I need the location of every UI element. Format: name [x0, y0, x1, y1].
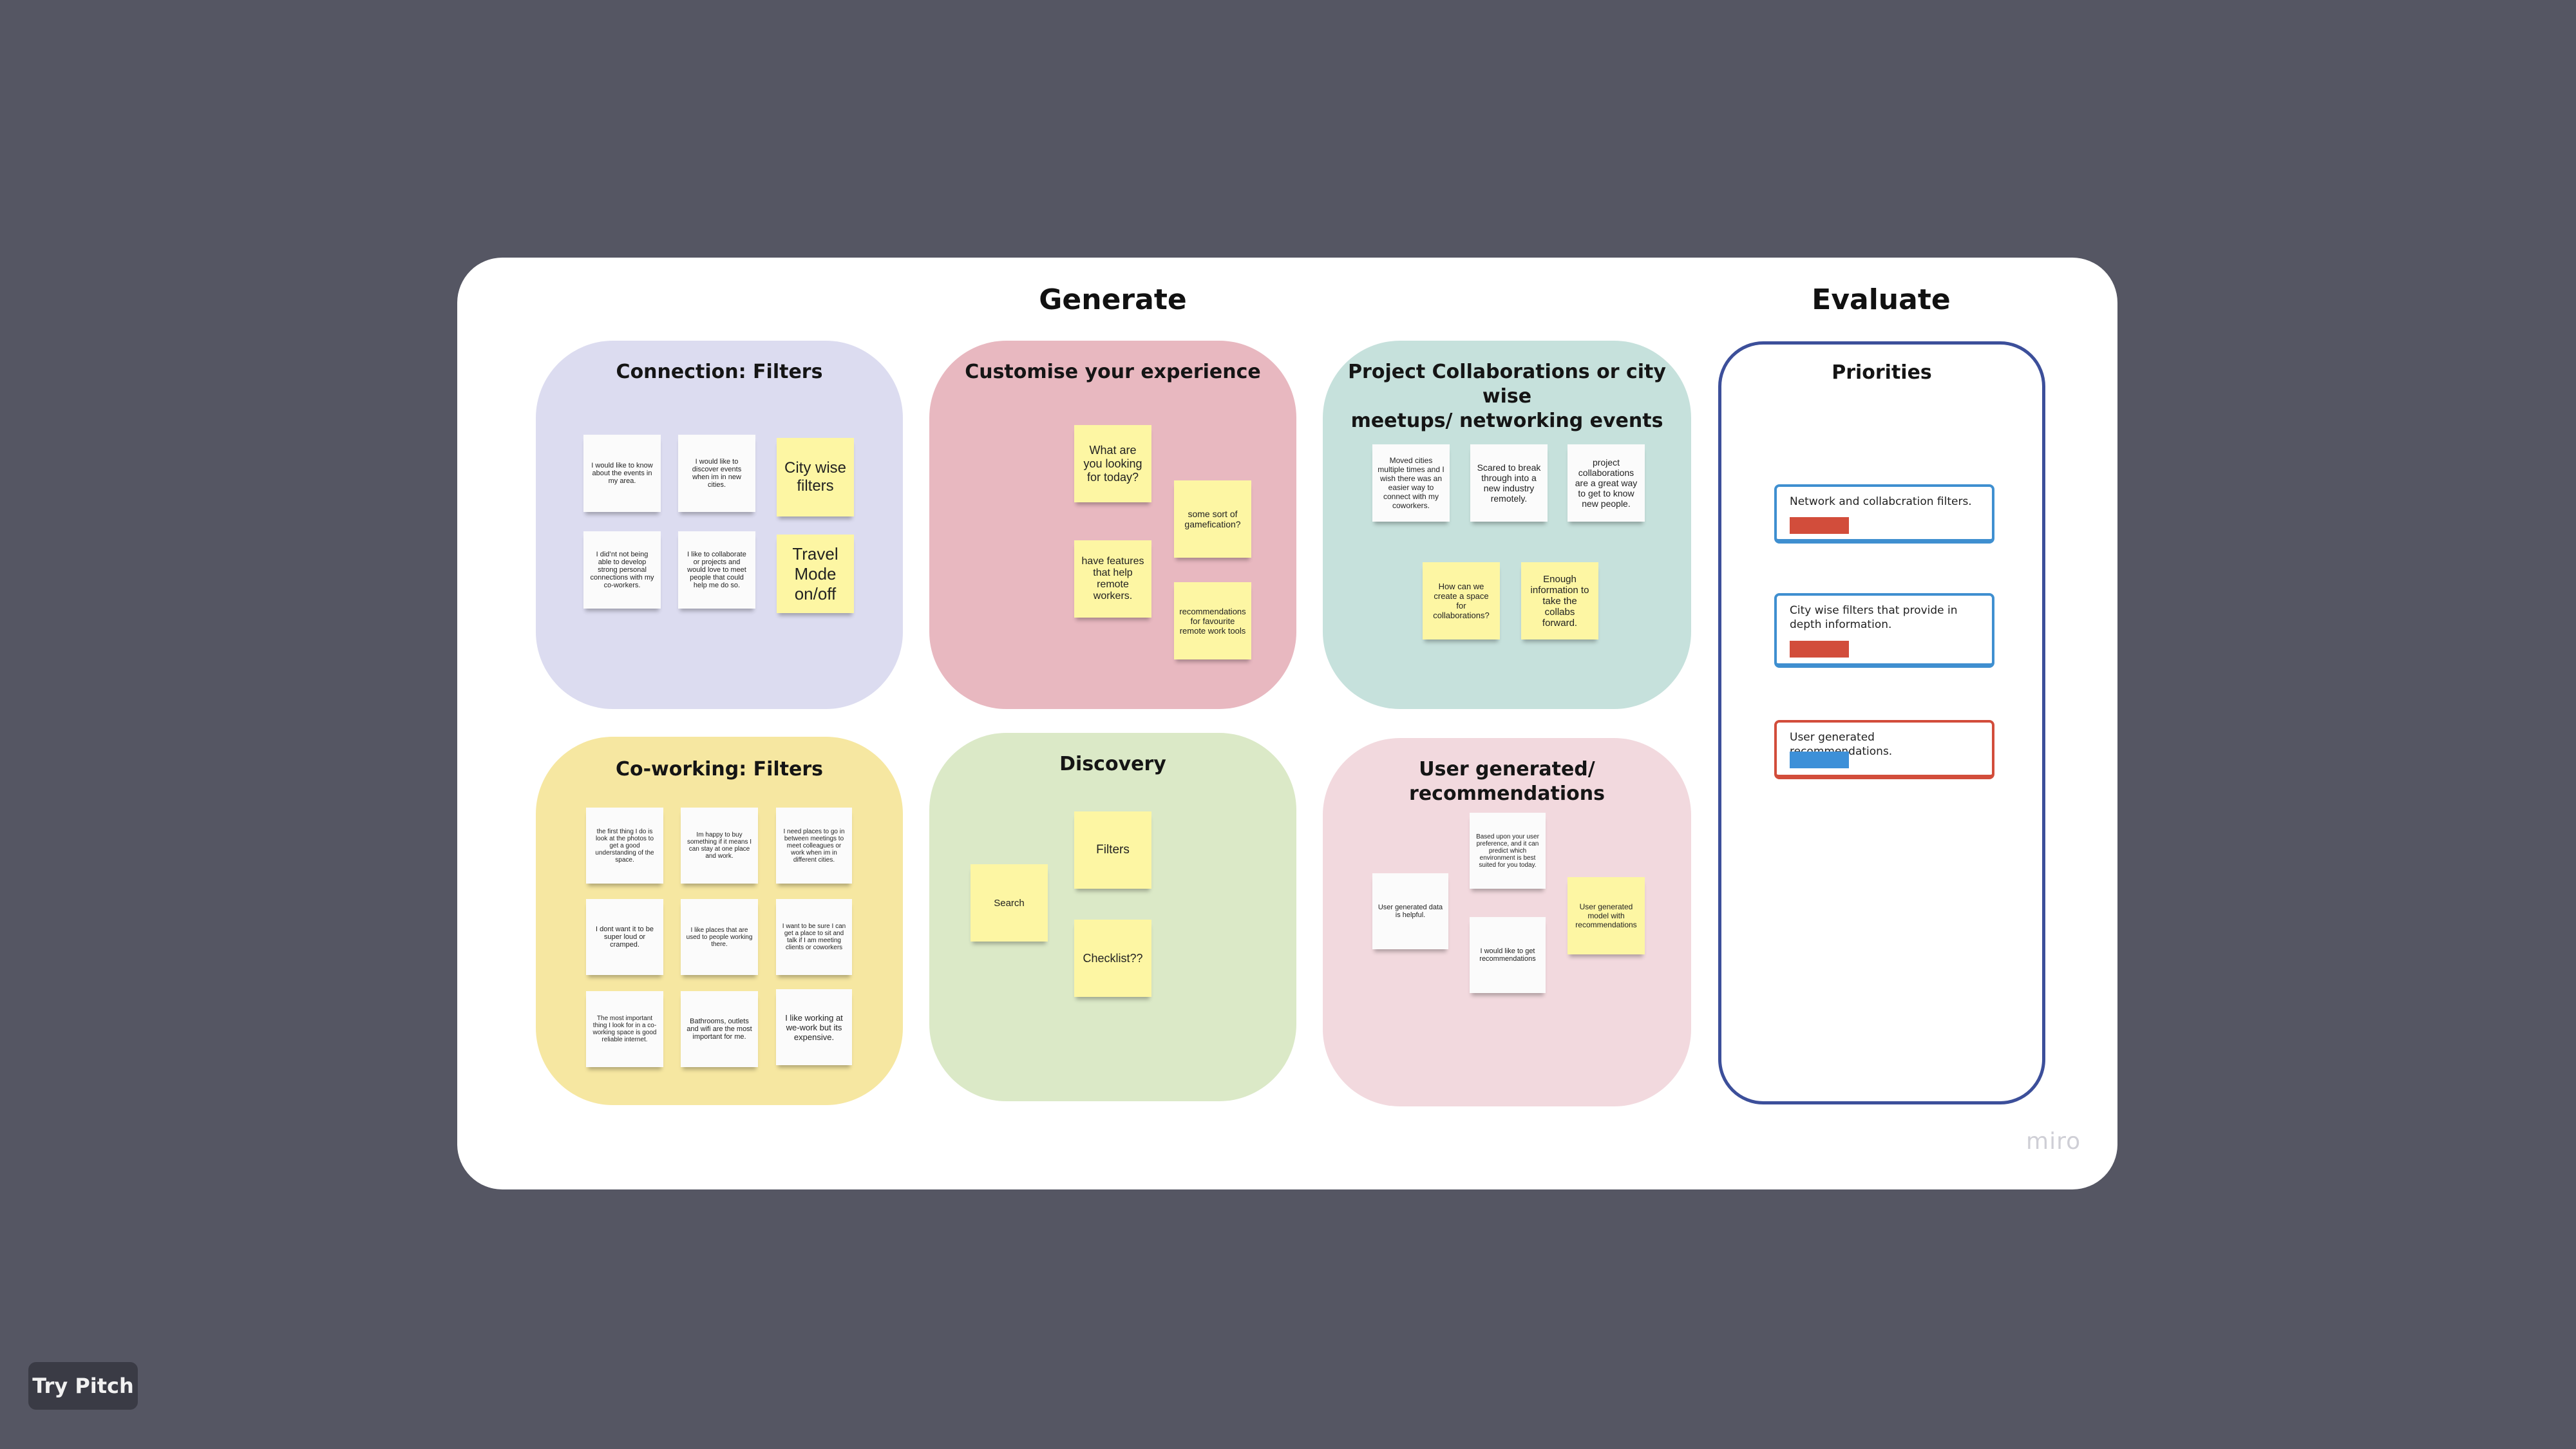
evaluate-heading: Evaluate: [1812, 283, 1951, 316]
sticky-note[interactable]: I like places that are used to people wo…: [681, 899, 758, 975]
sticky-note[interactable]: recommendations for favourite remote wor…: [1174, 582, 1251, 659]
priority-text: Network and collabcration filters.: [1790, 495, 1972, 508]
section-discovery: Discovery Filters Search Checklist??: [929, 733, 1296, 1101]
generate-heading: Generate: [1039, 283, 1187, 316]
sticky-note[interactable]: What are you looking for today?: [1074, 425, 1151, 502]
priority-card[interactable]: Network and collabcration filters.: [1774, 484, 1994, 544]
priorities-panel: Priorities Network and collabcration fil…: [1718, 341, 2045, 1104]
sticky-note[interactable]: I dont want it to be super loud or cramp…: [586, 899, 663, 975]
section-title: User generated/ recommendations: [1409, 758, 1605, 805]
try-pitch-button[interactable]: Try Pitch: [28, 1362, 138, 1410]
priority-tag: [1790, 517, 1849, 534]
section-title: Connection: Filters: [616, 361, 823, 383]
section-title: Co-working: Filters: [615, 758, 824, 781]
section-title: Customise your experience: [965, 361, 1261, 383]
sticky-note[interactable]: I like to collaborate or projects and wo…: [678, 531, 755, 609]
priority-tag: [1790, 641, 1849, 658]
sticky-note[interactable]: Travel Mode on/off: [777, 535, 854, 613]
sticky-note[interactable]: I would like to get recommendations: [1470, 917, 1546, 993]
priority-card[interactable]: User generated recommendations.: [1774, 720, 1994, 779]
sticky-note[interactable]: Checklist??: [1074, 920, 1151, 997]
sticky-note[interactable]: some sort of gamefication?: [1174, 480, 1251, 558]
sticky-note[interactable]: Scared to break through into a new indus…: [1470, 444, 1548, 522]
section-coworking-filters: Co-working: Filters the first thing I do…: [536, 737, 903, 1105]
section-title: Discovery: [1059, 753, 1166, 775]
section-user-generated: User generated/ recommendations Based up…: [1323, 738, 1691, 1106]
sticky-note[interactable]: Search: [971, 864, 1048, 942]
section-connection-filters: Connection: Filters I would like to know…: [536, 341, 903, 709]
sticky-note[interactable]: Enough information to take the collabs f…: [1521, 562, 1598, 639]
section-title: Project Collaborations or city wise meet…: [1348, 361, 1666, 432]
sticky-note[interactable]: The most important thing I look for in a…: [586, 991, 663, 1067]
section-customise-experience: Customise your experience What are you l…: [929, 341, 1296, 709]
sticky-note[interactable]: City wise filters: [777, 438, 854, 516]
section-project-collaborations: Project Collaborations or city wise meet…: [1323, 341, 1691, 709]
sticky-note[interactable]: User generated data is helpful.: [1372, 873, 1448, 949]
priority-text: City wise filters that provide in depth …: [1790, 604, 1958, 631]
sticky-note[interactable]: Filters: [1074, 811, 1151, 889]
sticky-note[interactable]: I did’nt not being able to develop stron…: [583, 531, 661, 609]
priority-card[interactable]: City wise filters that provide in depth …: [1774, 593, 1994, 668]
sticky-note[interactable]: have features that help remote workers.: [1074, 540, 1151, 618]
sticky-note[interactable]: the first thing I do is look at the phot…: [586, 808, 663, 884]
priority-tag: [1790, 752, 1849, 768]
sticky-note[interactable]: I would like to know about the events in…: [583, 435, 661, 512]
sticky-note[interactable]: I want to be sure I can get a place to s…: [776, 899, 852, 975]
sticky-note[interactable]: I like working at we-work but its expens…: [776, 989, 852, 1065]
sticky-note[interactable]: Based upon your user preference, and it …: [1470, 813, 1546, 889]
sticky-note[interactable]: project collaborations are a great way t…: [1567, 444, 1645, 522]
miro-logo: miro: [2026, 1128, 2081, 1155]
sticky-note[interactable]: Im happy to buy something if it means I …: [681, 808, 758, 884]
sticky-note[interactable]: Bathrooms, outlets and wifi are the most…: [681, 991, 758, 1067]
sticky-note[interactable]: How can we create a space for collaborat…: [1423, 562, 1500, 639]
sticky-note[interactable]: Moved cities multiple times and I wish t…: [1372, 444, 1450, 522]
sticky-note[interactable]: I would like to discover events when im …: [678, 435, 755, 512]
priorities-title: Priorities: [1832, 361, 1932, 384]
sticky-note[interactable]: I need places to go in between meetings …: [776, 808, 852, 884]
sticky-note[interactable]: User generated model with recommendation…: [1567, 877, 1645, 954]
